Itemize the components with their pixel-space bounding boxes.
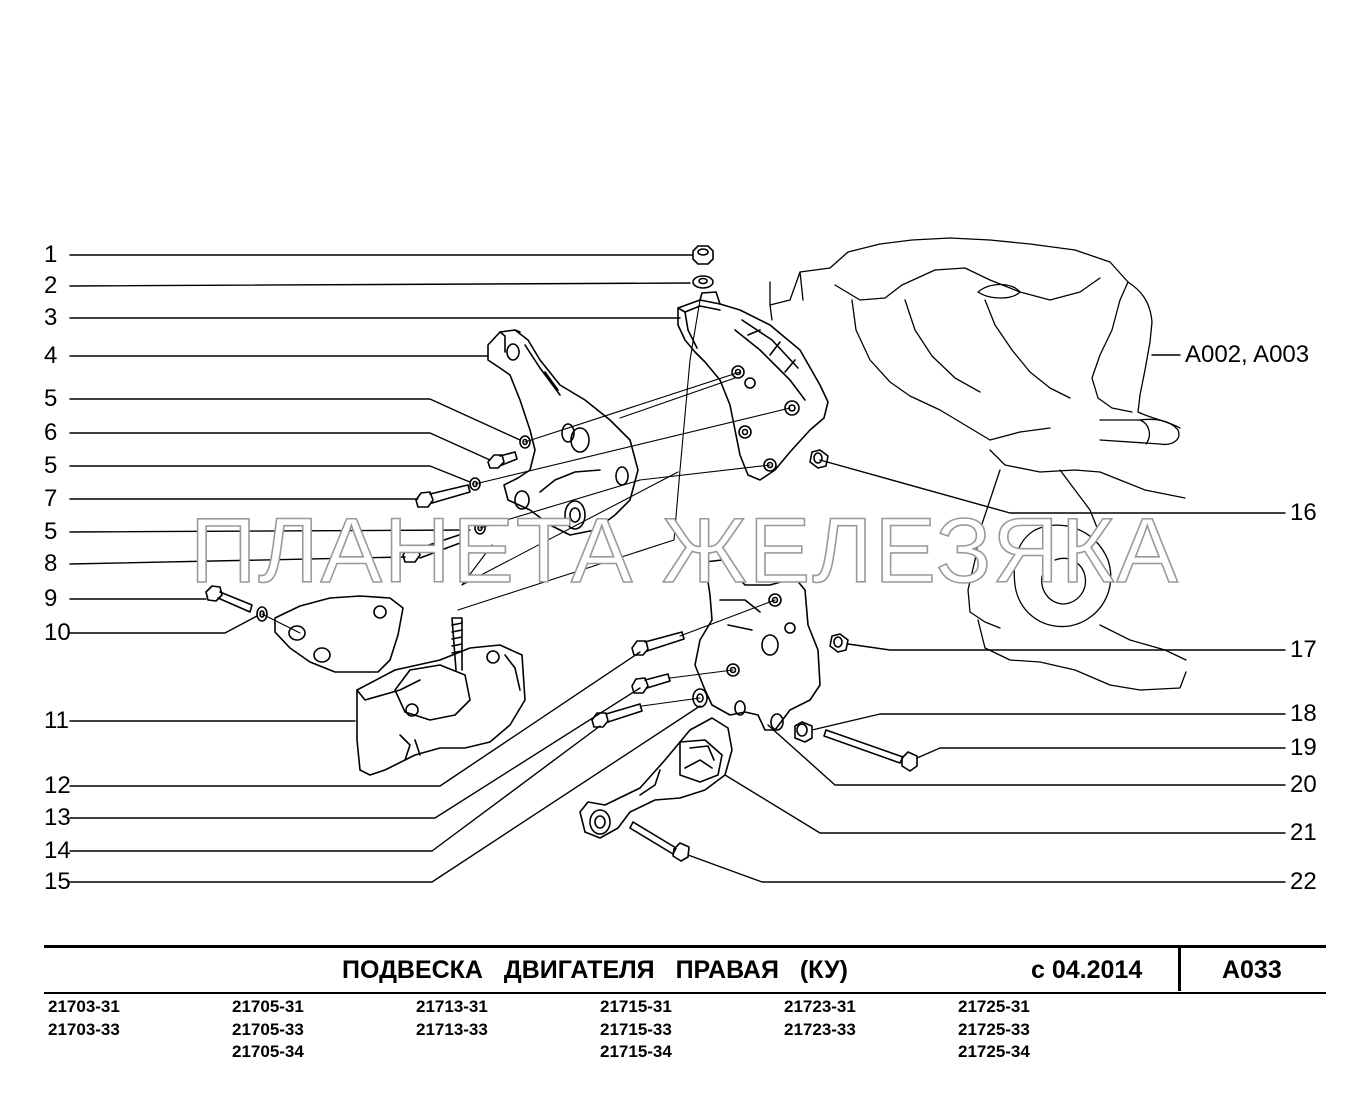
model-code: 21705-33 [232, 1019, 304, 1039]
callout-2: 2 [44, 272, 58, 299]
model-code: 21725-34 [958, 1042, 1030, 1061]
callout-14: 14 [44, 837, 71, 864]
model-code: 21713-31 [416, 997, 488, 1016]
callout-10: 10 [44, 619, 71, 646]
model-code: 21725-31 [958, 997, 1030, 1016]
bushing-part-18 [794, 721, 813, 743]
bolt-part-12 [631, 631, 685, 656]
diagram-title: ПОДВЕСКА ДВИГАТЕЛЯ ПРАВАЯ (КУ) [342, 956, 848, 984]
model-column-5: 21723-31 21723-33 [784, 996, 856, 1041]
assembly-axis-lines [261, 299, 791, 707]
leader-lines [69, 254, 1286, 883]
callout-5-b: 5 [44, 452, 58, 479]
callout-5-a: 5 [44, 385, 58, 412]
callout-5-c: 5 [44, 518, 58, 545]
callout-13: 13 [44, 804, 71, 831]
model-code: 21703-33 [48, 1019, 120, 1039]
bolt-part-19 [823, 729, 918, 772]
callout-18: 18 [1290, 700, 1317, 727]
washer-part-10 [256, 606, 268, 622]
model-code: 21705-31 [232, 997, 304, 1016]
lower-bracket [694, 559, 821, 731]
model-column-4: 21715-31 21715-33 21715-34 [600, 996, 672, 1064]
bolt-part-9 [205, 585, 253, 613]
callout-3: 3 [44, 304, 58, 331]
model-column-6: 21725-31 21725-33 21725-34 [958, 996, 1030, 1064]
bolt-part-6 [487, 451, 518, 469]
model-code: 21725-33 [958, 1019, 1030, 1039]
bolt-part-8 [402, 532, 469, 563]
callout-22: 22 [1290, 868, 1317, 895]
model-code: 21715-31 [600, 997, 672, 1016]
model-code: 21703-31 [48, 997, 120, 1016]
reference-label: A002, A003 [1185, 341, 1310, 368]
model-code: 21723-31 [784, 997, 856, 1016]
engine-mount-part-11 [356, 617, 526, 776]
callout-6: 6 [44, 419, 58, 446]
bolt-part-7 [415, 484, 471, 508]
callout-15: 15 [44, 868, 71, 895]
watermark: ПЛАНЕТА ЖЕЛЕЗЯКА [189, 500, 1180, 602]
title-block: ПОДВЕСКА ДВИГАТЕЛЯ ПРАВАЯ (КУ) с 04.2014… [44, 945, 1326, 994]
model-code: 21713-33 [416, 1019, 488, 1039]
callout-7: 7 [44, 485, 58, 512]
model-column-3: 21713-31 21713-33 [416, 996, 488, 1041]
bolt-part-14 [591, 703, 643, 728]
model-code: 21723-33 [784, 1019, 856, 1039]
callout-20: 20 [1290, 771, 1317, 798]
model-code: 21715-33 [600, 1019, 672, 1039]
callout-1: 1 [44, 241, 58, 268]
diagram-date: с 04.2014 [1031, 956, 1143, 984]
callout-4: 4 [44, 342, 58, 369]
mount-plate [274, 595, 404, 673]
bracket-part-4 [487, 329, 639, 536]
bolt-part-22 [629, 821, 690, 862]
model-code: 21715-34 [600, 1042, 672, 1061]
callout-11: 11 [44, 707, 69, 734]
washer-part-5-c [474, 521, 486, 535]
washer-part-2 [692, 275, 714, 289]
model-column-2: 21705-31 21705-33 21705-34 [232, 996, 304, 1064]
nut-part-1 [692, 245, 714, 265]
callout-21: 21 [1290, 819, 1317, 846]
callout-17: 17 [1290, 636, 1317, 663]
model-code: 21705-34 [232, 1042, 304, 1061]
bracket-part-3 [677, 291, 829, 481]
callout-9: 9 [44, 585, 58, 612]
bushing-part-17 [829, 633, 849, 653]
torque-rod-part-21 [579, 717, 733, 839]
callout-16: 16 [1290, 499, 1317, 526]
bushing-part-16 [809, 449, 829, 469]
callout-19: 19 [1290, 734, 1317, 761]
diagram-code: A033 [1222, 956, 1282, 984]
callout-8: 8 [44, 550, 58, 577]
callout-12: 12 [44, 772, 71, 799]
washer-part-5-a [519, 435, 531, 449]
title-divider [1178, 945, 1181, 991]
model-column-1: 21703-31 21703-33 [48, 996, 120, 1041]
engine-block-outline [769, 237, 1187, 691]
bolt-part-13 [631, 673, 671, 694]
